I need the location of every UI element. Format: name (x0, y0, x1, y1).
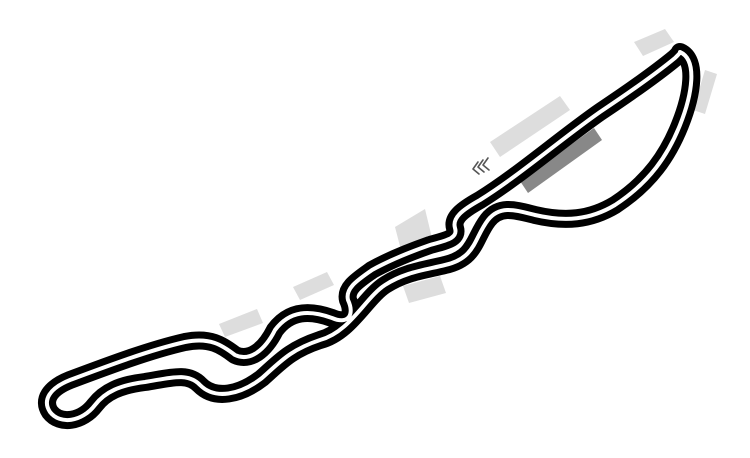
circuit (38, 43, 701, 429)
kerb-right-edge (693, 70, 717, 114)
circuit-outline (38, 43, 701, 429)
kerb-mid-upper (293, 272, 334, 300)
kerb-mid-lower (403, 276, 446, 303)
circuit-center-line (44, 50, 694, 422)
kerb-lower-left (219, 309, 263, 337)
kerb-upper-straight (490, 96, 570, 157)
start-finish-line (520, 128, 602, 193)
kerb-top-right (634, 29, 674, 56)
double-chevron-left-icon (472, 157, 490, 175)
